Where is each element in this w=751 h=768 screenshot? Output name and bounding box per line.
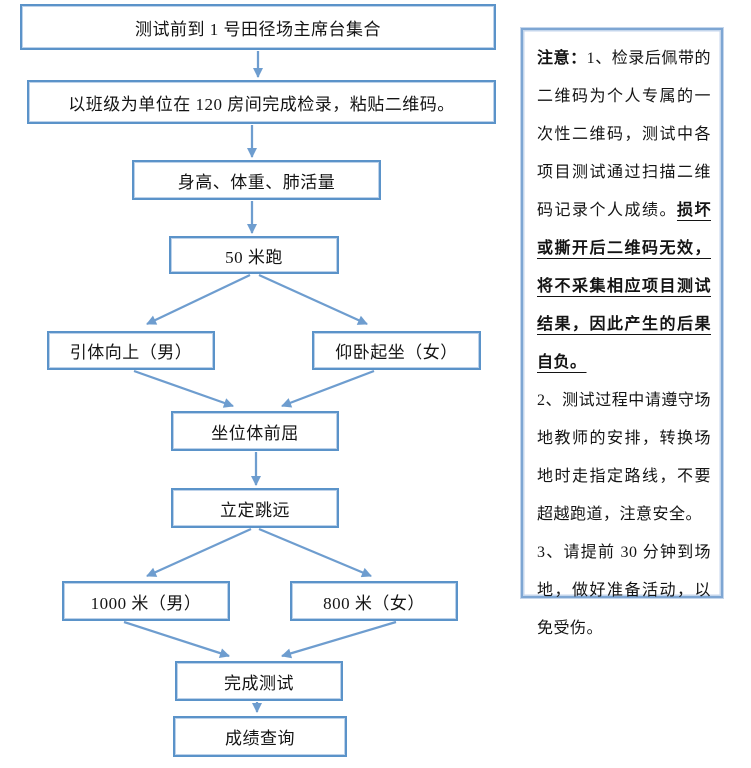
flow-node-finish-test: 完成测试 (175, 661, 343, 701)
flow-node-situp-female: 仰卧起坐（女） (312, 331, 481, 370)
flow-node-score-query: 成绩查询 (173, 716, 347, 757)
notice-paragraph-2: 2、测试过程中请遵守场地教师的安排，转换场地时走指定路线，不要超越跑道，注意安全… (537, 392, 711, 523)
arrow-pullup-to-sit-and-reach (133, 369, 234, 408)
arrow-standing-jump-to-1000m (146, 527, 252, 578)
flow-node-run-800m-female-label: 800 米（女） (323, 593, 425, 613)
arrow-1000m-to-finish (123, 620, 230, 658)
flow-node-assemble-label: 测试前到 1 号田径场主席台集合 (135, 19, 381, 39)
flowchart-arrows (123, 51, 397, 713)
flow-node-sprint-50m: 50 米跑 (169, 236, 339, 274)
flow-node-sprint-50m-label: 50 米跑 (225, 247, 283, 267)
flow-node-standing-jump: 立定跳远 (171, 488, 339, 528)
arrow-800m-to-finish (281, 620, 397, 659)
flow-node-checkin-label: 以班级为单位在 120 房间完成检录，粘贴二维码。 (68, 94, 455, 114)
arrow-sprint-to-pullup (146, 273, 251, 326)
flow-node-basic-measures: 身高、体重、肺活量 (132, 160, 381, 200)
notice-title: 注意： (537, 50, 587, 67)
arrow-situp-to-sit-and-reach (281, 369, 375, 408)
flow-node-pullup-male: 引体向上（男） (47, 331, 215, 370)
notice-warning-text: 损坏或撕开后二维码无效，将不采集相应项目测试结果，因此产生的后果自负。 (537, 202, 711, 371)
flow-node-pullup-male-label: 引体向上（男） (69, 343, 193, 362)
flow-node-checkin: 以班级为单位在 120 房间完成检录，粘贴二维码。 (27, 80, 496, 124)
notice-paragraph-1: 注意：1、检录后佩带的二维码为个人专属的一次性二维码，测试中各项目测试通过扫描二… (537, 40, 711, 382)
flow-node-score-query-label: 成绩查询 (225, 729, 295, 748)
flow-node-assemble: 测试前到 1 号田径场主席台集合 (20, 4, 496, 50)
flow-node-basic-measures-label: 身高、体重、肺活量 (177, 172, 336, 192)
arrow-sprint-to-situp (258, 273, 368, 326)
notice-p1-text: 1、检录后佩带的二维码为个人专属的一次性二维码，测试中各项目测试通过扫描二维码记… (537, 50, 711, 219)
flow-node-sit-and-reach-label: 坐位体前屈 (211, 423, 299, 443)
flow-node-run-1000m-male-label: 1000 米（男） (90, 593, 202, 613)
arrow-standing-jump-to-800m (258, 527, 372, 578)
flow-node-run-1000m-male: 1000 米（男） (62, 581, 230, 621)
notice-panel: 注意：1、检录后佩带的二维码为个人专属的一次性二维码，测试中各项目测试通过扫描二… (521, 28, 723, 637)
flow-node-run-800m-female: 800 米（女） (290, 581, 458, 621)
flow-node-standing-jump-label: 立定跳远 (220, 500, 290, 520)
flow-node-sit-and-reach: 坐位体前屈 (171, 411, 339, 451)
notice-paragraph-3: 3、请提前 30 分钟到场地，做好准备活动，以免受伤。 (537, 544, 711, 637)
flow-node-situp-female-label: 仰卧起坐（女） (335, 343, 458, 362)
flow-node-finish-test-label: 完成测试 (224, 673, 294, 693)
